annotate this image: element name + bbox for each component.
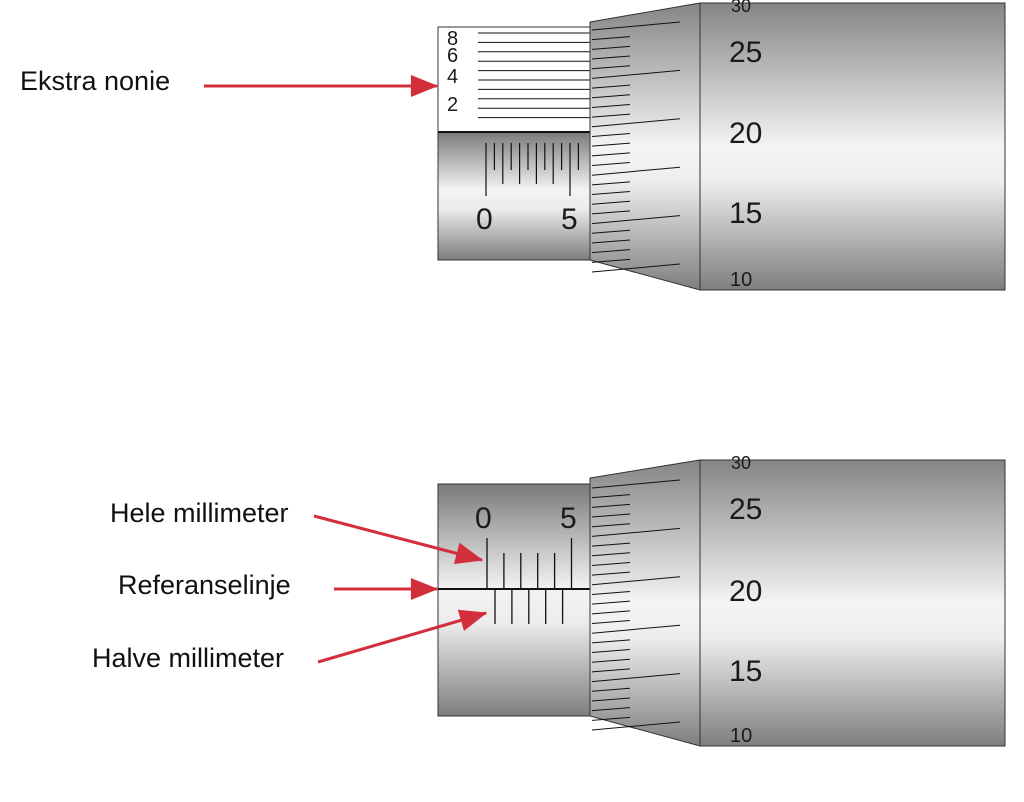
- top-vernier-number-2: 2: [447, 94, 458, 116]
- thimble-tick: [591, 576, 681, 586]
- thimble-tick: [591, 620, 631, 625]
- top-thimble-number-30: 30: [731, 0, 751, 16]
- thimble-tick: [591, 263, 681, 273]
- thimble-tick: [591, 542, 631, 547]
- thimble-tick: [591, 45, 631, 50]
- top-thimble-number-15: 15: [729, 197, 762, 230]
- top-sleeve-number-5: 5: [561, 203, 578, 236]
- bottom-sleeve-number-0: 0: [475, 502, 492, 535]
- thimble-tick: [591, 152, 631, 157]
- top-sleeve-body: [437, 131, 595, 261]
- top-thimble-body: [699, 2, 1006, 291]
- bottom-thimble-body: [699, 459, 1006, 747]
- top-thimble-number-25: 25: [729, 36, 762, 69]
- thimble-tick: [591, 721, 681, 731]
- thimble-tick: [591, 113, 631, 118]
- top-thimble-number-10: 10: [730, 269, 752, 291]
- thimble-tick: [591, 239, 631, 244]
- thimble-tick: [591, 200, 631, 205]
- thimble-tick: [591, 668, 631, 673]
- bottom-thimble-number-20: 20: [729, 575, 762, 608]
- thimble-tick: [591, 687, 631, 692]
- thimble-tick: [591, 84, 631, 89]
- thimble-tick: [591, 639, 631, 644]
- bottom-sleeve-scale: [486, 538, 573, 624]
- label-extra-vernier: Ekstra nonie: [20, 66, 170, 96]
- top-vernier-number-4: 4: [447, 66, 458, 88]
- top-sleeve-number-0: 0: [476, 203, 493, 236]
- top-vernier-lines: [478, 32, 592, 119]
- bottom-thimble-number-15: 15: [729, 655, 762, 688]
- top-thimble-scale: [591, 21, 681, 273]
- arrow-whole-millimeter: [313, 514, 484, 565]
- bottom-sleeve-number-5: 5: [560, 502, 577, 535]
- thimble-tick: [591, 191, 631, 196]
- thimble-tick: [591, 103, 631, 108]
- label-half-millimeter: Halve millimeter: [92, 643, 284, 673]
- bottom-micrometer: 0 5 30 25 20 15 10 Hele millimeter Refer…: [92, 453, 1006, 747]
- thimble-tick: [591, 552, 631, 557]
- thimble-tick: [591, 494, 631, 499]
- thimble-tick: [591, 600, 631, 605]
- thimble-tick: [591, 181, 631, 186]
- top-thimble-number-20: 20: [729, 117, 762, 150]
- thimble-tick: [591, 65, 631, 70]
- thimble-tick: [591, 118, 681, 128]
- thimble-tick: [591, 132, 631, 137]
- thimble-tick: [591, 561, 631, 566]
- bottom-thimble-number-10: 10: [730, 725, 752, 747]
- thimble-tick: [591, 707, 631, 712]
- top-vernier-number-6: 6: [447, 45, 458, 67]
- label-reference-line: Referanselinje: [118, 570, 291, 600]
- bottom-thimble-scale: [591, 479, 681, 731]
- thimble-tick: [591, 249, 631, 254]
- thimble-tick: [591, 229, 631, 234]
- thimble-tick: [591, 479, 681, 489]
- thimble-tick: [591, 36, 631, 41]
- bottom-sleeve-body: [437, 483, 595, 717]
- thimble-tick: [591, 624, 681, 634]
- top-micrometer: 8 6 4 2 0 5 30 25 20 15 10 Ekstra nonie: [20, 0, 1006, 291]
- thimble-tick: [591, 523, 631, 528]
- thimble-tick: [591, 673, 681, 683]
- thimble-tick: [591, 215, 681, 225]
- thimble-tick: [591, 716, 631, 721]
- thimble-tick: [591, 21, 681, 31]
- top-sleeve-scale: [485, 143, 580, 196]
- top-vernier-number-8: 8: [447, 28, 458, 50]
- label-whole-millimeter: Hele millimeter: [110, 498, 289, 528]
- thimble-tick: [591, 94, 631, 99]
- thimble-tick: [591, 69, 681, 79]
- thimble-tick: [591, 571, 631, 576]
- thimble-tick: [591, 649, 631, 654]
- arrow-half-millimeter: [317, 609, 488, 664]
- thimble-tick: [591, 590, 631, 595]
- thimble-tick: [591, 658, 631, 663]
- top-thimble-bevel: [589, 2, 701, 291]
- thimble-tick: [591, 610, 631, 615]
- thimble-tick: [591, 697, 631, 702]
- thimble-tick: [591, 513, 631, 518]
- thimble-tick: [591, 503, 631, 508]
- thimble-tick: [591, 527, 681, 537]
- bottom-thimble-number-30: 30: [731, 453, 751, 473]
- thimble-tick: [591, 142, 631, 147]
- thimble-tick: [591, 166, 681, 176]
- thimble-tick: [591, 258, 631, 263]
- thimble-tick: [591, 162, 631, 167]
- thimble-tick: [591, 210, 631, 215]
- thimble-tick: [591, 55, 631, 60]
- bottom-thimble-number-25: 25: [729, 493, 762, 526]
